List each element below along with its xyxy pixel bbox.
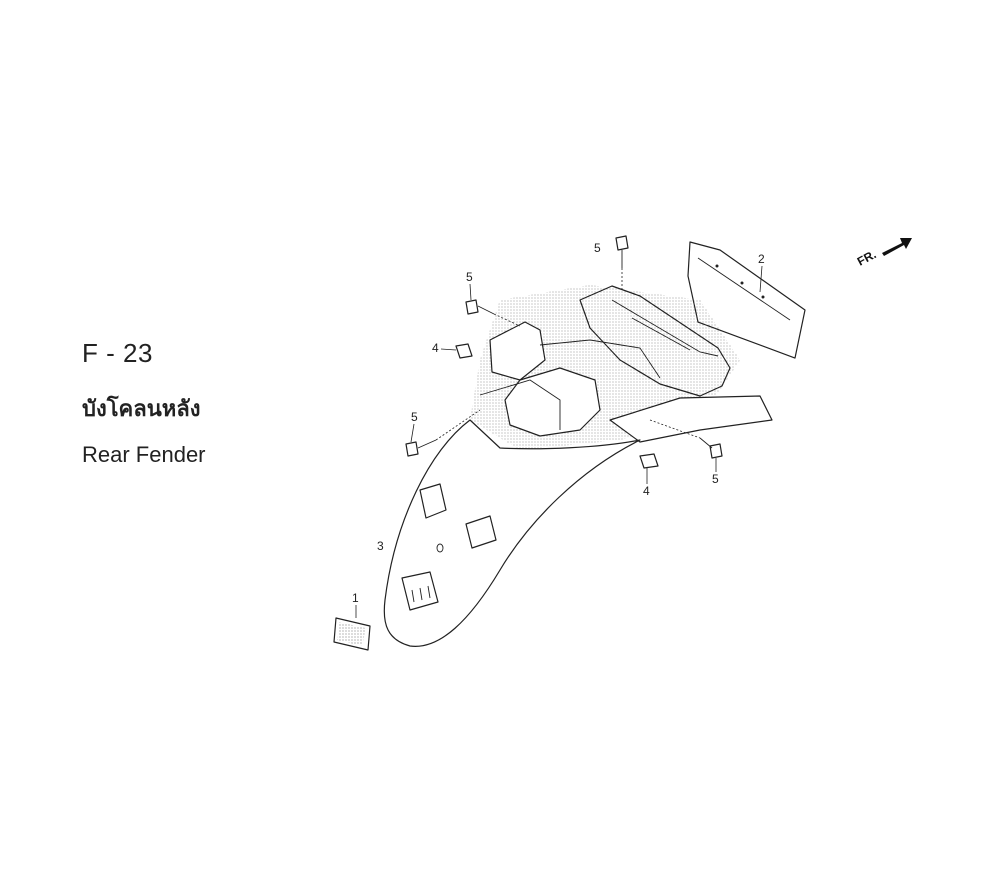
section-code: F - 23 xyxy=(82,338,153,368)
part-3-rear-fender xyxy=(383,285,773,647)
callout-1: 1 xyxy=(352,591,359,605)
front-direction-indicator: FR. xyxy=(855,238,912,269)
callout-4: 4 xyxy=(643,484,650,498)
callout-2: 2 xyxy=(758,252,765,266)
section-title-block: F - 23 บังโคลนหลัง Rear Fender xyxy=(82,338,206,468)
callout-3: 3 xyxy=(377,539,384,553)
part-5-bolt xyxy=(615,235,629,290)
arrow-right-icon xyxy=(882,238,912,256)
part-1-reflector xyxy=(333,617,371,651)
callout-5: 5 xyxy=(594,241,601,255)
part-4-clip-nut xyxy=(639,453,659,469)
callout-5: 5 xyxy=(466,270,473,284)
part-5-bolt xyxy=(649,419,723,459)
part-4-clip-nut xyxy=(455,343,473,359)
part-5-bolt xyxy=(465,299,521,327)
part-5-bolt xyxy=(405,409,481,457)
callout-4: 4 xyxy=(432,341,439,355)
callout-5: 5 xyxy=(411,410,418,424)
callout-5: 5 xyxy=(712,472,719,486)
section-title-english: Rear Fender xyxy=(82,442,206,467)
front-direction-label: FR. xyxy=(855,247,879,268)
section-title-thai: บังโคลนหลัง xyxy=(82,397,201,422)
